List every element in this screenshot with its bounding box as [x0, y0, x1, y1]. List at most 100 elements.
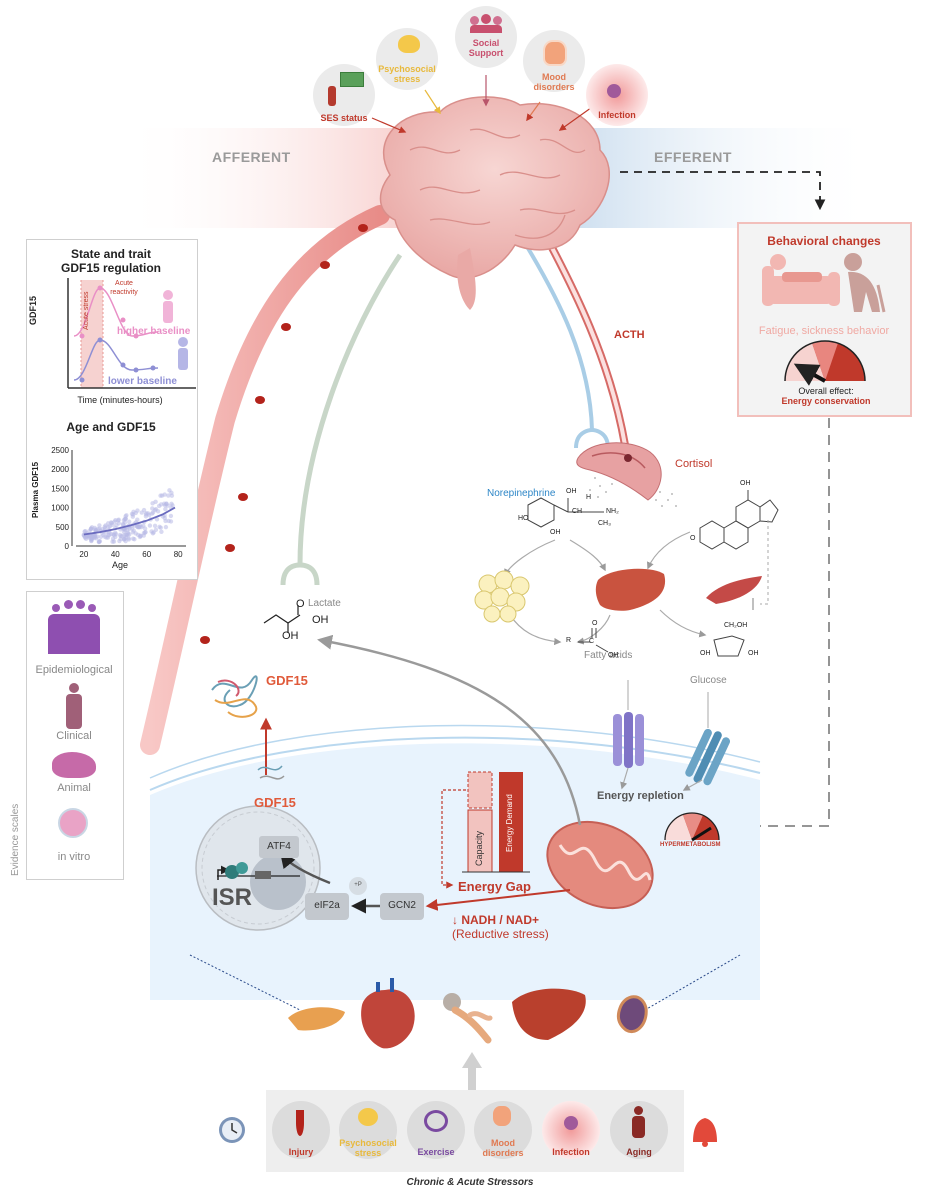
efferent-band [560, 128, 880, 228]
higher-baseline-label: higher baseline [117, 326, 191, 337]
scatter-point [143, 529, 148, 535]
scatter-point [154, 517, 160, 522]
scatter-point [157, 524, 162, 530]
mood-stressor-label: Mood disorders [482, 1138, 524, 1158]
injury-label: Injury [288, 1147, 314, 1157]
gcn2-box [380, 893, 424, 920]
x-tick-label: 60 [142, 550, 151, 559]
petri-dish-icon [58, 808, 88, 838]
cortisol-molecule [699, 490, 779, 550]
trait-title-line1: State and trait [70, 247, 152, 261]
kidney-icon [616, 995, 648, 1033]
y-tick-label: 2500 [51, 446, 69, 455]
people-group-icon [470, 14, 502, 33]
capacity-label: Capacity [474, 830, 484, 866]
scatter-point [98, 534, 104, 540]
mitochondrion-icon [546, 820, 654, 910]
ne-ch: CH [572, 508, 583, 515]
efferent-arrow [620, 171, 826, 211]
hypermetabolism-label: HYPERMETABOLISM [660, 842, 721, 848]
transcription-factor-icon [225, 862, 248, 879]
glucose-label: Glucose [690, 675, 727, 686]
glucose-oh2: OH [748, 650, 759, 657]
scatter-point [123, 538, 128, 544]
pancreas-icon [288, 1007, 345, 1031]
population-icon [48, 600, 100, 658]
liver-organ-icon [512, 988, 586, 1040]
heart-icon [361, 978, 415, 1049]
scatter-point [168, 513, 174, 519]
infection-label: Infection [598, 110, 636, 120]
age-title: Age and GDF15 [66, 420, 156, 434]
adipocytes-icon [474, 570, 530, 623]
lower-baseline-label: lower baseline [108, 376, 177, 387]
in-vitro-label: in vitro [57, 851, 91, 863]
scatter-point [106, 524, 111, 530]
mood-disorders-label: Mood disorders [533, 72, 575, 92]
secretion-dots [589, 477, 677, 507]
y-tick-label: 500 [56, 523, 70, 532]
behavior-subtitle: Fatigue, sickness behavior [758, 325, 890, 337]
behavior-title: Behavioral changes [767, 234, 881, 248]
scatter-point [137, 523, 143, 528]
scatter-point [143, 512, 149, 517]
scatter-point [124, 513, 129, 518]
scatter-point [123, 516, 129, 521]
mood-stressor-icon [493, 1106, 511, 1126]
scatter-point [126, 536, 131, 541]
age-x-label: Age [111, 560, 129, 570]
liver-icon [595, 568, 666, 611]
scatter-point [97, 526, 102, 531]
lactate-o: O [296, 598, 305, 610]
norepinephrine-label: Norepinephrine [487, 488, 556, 499]
intestine-icon [443, 993, 493, 1044]
reductive-stress-label: (Reductive stress) [452, 927, 549, 941]
nadh-label: ↓ NADH / NAD+ [452, 913, 540, 927]
acth-label: ACTH [614, 329, 645, 341]
ne-ho: HO [518, 515, 529, 522]
energy-repletion-label: Energy repletion [597, 790, 684, 802]
clinical-label: Clinical [56, 730, 92, 742]
lactate-nerve [297, 253, 403, 566]
y-tick-label: 1500 [51, 484, 69, 493]
x-tick-label: 40 [111, 550, 120, 559]
cell-body [150, 743, 760, 1000]
lactate-molecule [263, 605, 301, 633]
lactate-arrow [317, 634, 582, 826]
scatter-point [166, 518, 171, 524]
stressors-caption: Chronic & Acute Stressors [406, 1177, 534, 1188]
gdf15-small-icon [257, 765, 285, 780]
virus-icon [607, 84, 621, 98]
y-tick-label: 2000 [51, 465, 69, 474]
ne-oh: OH [566, 488, 577, 495]
tired-person-icon [844, 253, 886, 313]
scatter-point [169, 493, 175, 498]
scatter-point [150, 501, 155, 506]
steroid-o: O [690, 535, 696, 542]
money-person-icon [340, 72, 364, 87]
afferent-blood-vessel [140, 205, 390, 755]
scatter-point [152, 523, 158, 529]
fa-r: R [566, 637, 572, 644]
fatty-acids-label: Fatty acids [584, 650, 633, 661]
trait-chart [67, 278, 196, 389]
scatter-point [117, 532, 123, 538]
ne-oh2: OH [550, 529, 561, 536]
trend-line [83, 506, 176, 536]
sympathetic-terminal [574, 427, 610, 449]
x-tick-label: 20 [79, 550, 88, 559]
glucose-oh: OH [700, 650, 711, 657]
aging-label: Aging [626, 1147, 652, 1157]
scatter-point [164, 501, 169, 506]
muscle-icon [706, 576, 762, 604]
hypermetabolism-gauge [664, 812, 720, 842]
scatter-point [135, 532, 141, 538]
scatter-point [130, 536, 136, 541]
scatter-point [147, 523, 153, 528]
psychosocial-stressor-label: Psychosocial stress [339, 1138, 397, 1158]
eif2a-label: eIF2a [314, 900, 340, 911]
scatter-point [113, 518, 118, 523]
stress-head-icon [358, 1108, 378, 1126]
scatter-point [163, 506, 168, 512]
